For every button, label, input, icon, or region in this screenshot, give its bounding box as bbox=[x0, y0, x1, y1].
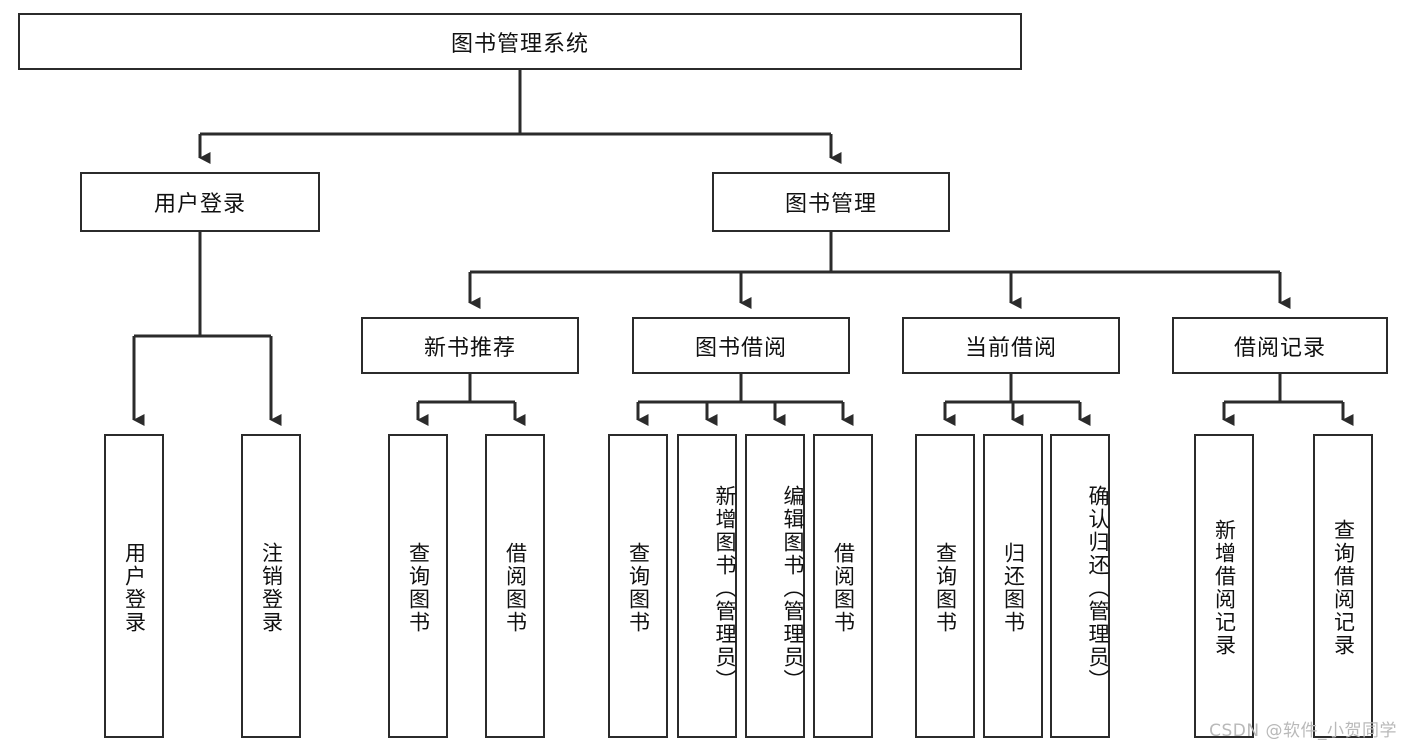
node-leaf-query-book-3[interactable]: 查询图书 bbox=[915, 434, 975, 738]
node-leaf-confirm-return[interactable]: 确认归还（管理员） bbox=[1050, 434, 1110, 738]
node-leaf-query-book-1-label: 查询图书 bbox=[406, 542, 431, 634]
node-leaf-query-book-3-label: 查询图书 bbox=[933, 542, 958, 634]
node-leaf-return-book-label: 归还图书 bbox=[1001, 542, 1026, 634]
node-leaf-query-record-label: 查询借阅记录 bbox=[1331, 519, 1356, 657]
node-leaf-edit-book-label: 编辑图书（管理员） bbox=[781, 484, 805, 692]
node-user-login[interactable]: 用户登录 bbox=[80, 172, 320, 232]
node-root-label: 图书管理系统 bbox=[450, 31, 589, 57]
node-leaf-add-record[interactable]: 新增借阅记录 bbox=[1194, 434, 1254, 738]
node-leaf-user-login[interactable]: 用户登录 bbox=[104, 434, 164, 738]
node-new-book-recommend-label: 新书推荐 bbox=[423, 335, 516, 361]
node-book-borrow-label: 图书借阅 bbox=[694, 335, 787, 361]
node-leaf-user-logout-label: 注销登录 bbox=[259, 542, 284, 634]
node-leaf-add-book-label: 新增图书（管理员） bbox=[713, 484, 737, 692]
node-leaf-query-book-2[interactable]: 查询图书 bbox=[608, 434, 668, 738]
node-leaf-query-book-1[interactable]: 查询图书 bbox=[388, 434, 448, 738]
node-leaf-confirm-return-label: 确认归还（管理员） bbox=[1086, 484, 1110, 692]
node-leaf-return-book[interactable]: 归还图书 bbox=[983, 434, 1043, 738]
node-leaf-borrow-book-1[interactable]: 借阅图书 bbox=[485, 434, 545, 738]
node-user-login-label: 用户登录 bbox=[153, 192, 246, 217]
node-leaf-query-book-2-label: 查询图书 bbox=[626, 542, 651, 634]
node-leaf-add-record-label: 新增借阅记录 bbox=[1212, 519, 1237, 657]
node-root[interactable]: 图书管理系统 bbox=[18, 13, 1022, 70]
node-leaf-borrow-book-2[interactable]: 借阅图书 bbox=[813, 434, 873, 738]
node-leaf-user-logout[interactable]: 注销登录 bbox=[241, 434, 301, 738]
node-leaf-query-record[interactable]: 查询借阅记录 bbox=[1313, 434, 1373, 738]
node-leaf-borrow-book-2-label: 借阅图书 bbox=[831, 542, 856, 634]
watermark: CSDN @软件_小贺同学 bbox=[1209, 721, 1397, 741]
node-borrow-record[interactable]: 借阅记录 bbox=[1172, 317, 1388, 374]
node-book-manage[interactable]: 图书管理 bbox=[712, 172, 950, 232]
node-current-borrow-label: 当前借阅 bbox=[964, 335, 1057, 361]
node-book-manage-label: 图书管理 bbox=[784, 192, 877, 217]
node-current-borrow[interactable]: 当前借阅 bbox=[902, 317, 1120, 374]
node-borrow-record-label: 借阅记录 bbox=[1233, 335, 1326, 361]
node-new-book-recommend[interactable]: 新书推荐 bbox=[361, 317, 579, 374]
node-book-borrow[interactable]: 图书借阅 bbox=[632, 317, 850, 374]
node-leaf-user-login-label: 用户登录 bbox=[122, 542, 147, 634]
node-leaf-edit-book[interactable]: 编辑图书（管理员） bbox=[745, 434, 805, 738]
node-leaf-borrow-book-1-label: 借阅图书 bbox=[503, 542, 528, 634]
node-leaf-add-book[interactable]: 新增图书（管理员） bbox=[677, 434, 737, 738]
